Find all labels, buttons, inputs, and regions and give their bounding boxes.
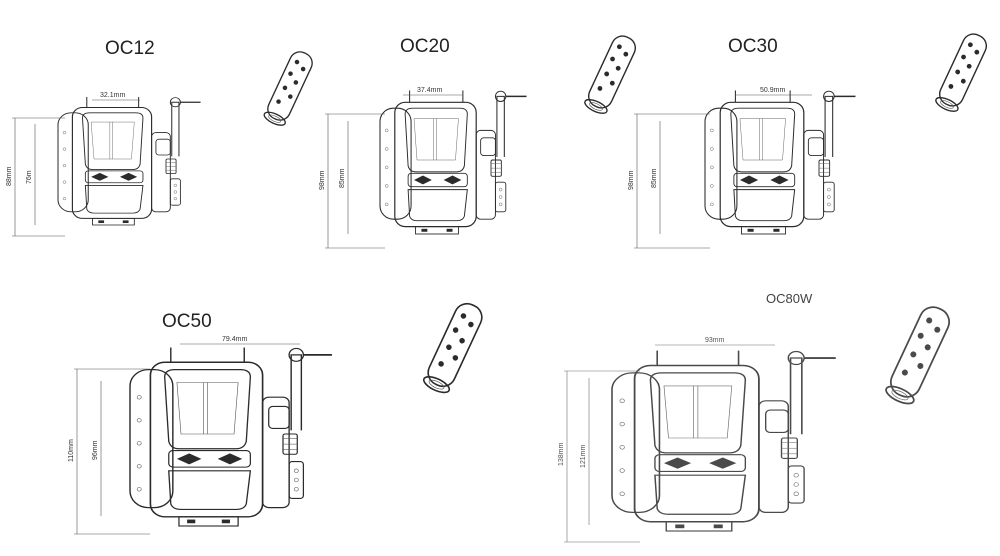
- crank-grip-oc80w: [882, 301, 955, 408]
- model-title-oc20: OC20: [400, 36, 450, 57]
- reel-drawing-oc80w: [610, 349, 837, 533]
- outer-height-label-oc50: 110mm: [68, 439, 75, 462]
- reel-drawing-oc20: [379, 89, 528, 235]
- reel-drawing-oc50: [128, 346, 333, 528]
- outer-height-label-oc80w: 138mm: [558, 442, 565, 466]
- model-title-oc12: OC12: [105, 38, 155, 59]
- width-label-oc80w: 93mm: [705, 337, 725, 344]
- width-label-oc30: 50.9mm: [760, 87, 785, 94]
- outer-height-label-oc20: 98mm: [319, 170, 326, 190]
- model-title-oc80w: OC80W: [766, 291, 813, 306]
- inner-height-label-oc30: 85mm: [651, 168, 658, 188]
- reel-oc20: OC20 37.4mm 98mm 85mm: [319, 31, 640, 249]
- width-label-oc50: 79.4mm: [222, 336, 247, 343]
- reel-oc80w: OC80W 93mm 138mm 121mm: [558, 291, 955, 543]
- crank-grip-oc50: [420, 298, 487, 397]
- model-title-oc50: OC50: [162, 311, 212, 332]
- inner-height-label-oc12: 76m: [26, 170, 33, 184]
- outer-height-label-oc30: 98mm: [628, 170, 635, 190]
- reel-drawing-oc12: [57, 96, 202, 226]
- width-label-oc12: 32.1mm: [100, 92, 125, 99]
- outer-height-label-oc12: 88mm: [6, 166, 13, 186]
- inner-height-label-oc20: 85mm: [339, 168, 346, 188]
- reel-oc12: OC12 32.1mm 88mm 76m: [6, 38, 317, 237]
- reel-oc30: OC30 50.9mm 98mm 85mm: [628, 29, 991, 249]
- inner-height-label-oc80w: 121mm: [580, 444, 587, 468]
- crank-grip-oc12: [261, 47, 317, 129]
- width-label-oc20: 37.4mm: [417, 87, 442, 94]
- model-title-oc30: OC30: [728, 36, 778, 57]
- inner-height-label-oc50: 96mm: [92, 440, 99, 460]
- reel-oc50: OC50 79.4mm 110mm 96mm: [68, 298, 487, 535]
- reel-drawing-oc30: [704, 89, 857, 235]
- crank-grip-oc30: [933, 29, 991, 115]
- crank-grip-oc20: [582, 31, 640, 117]
